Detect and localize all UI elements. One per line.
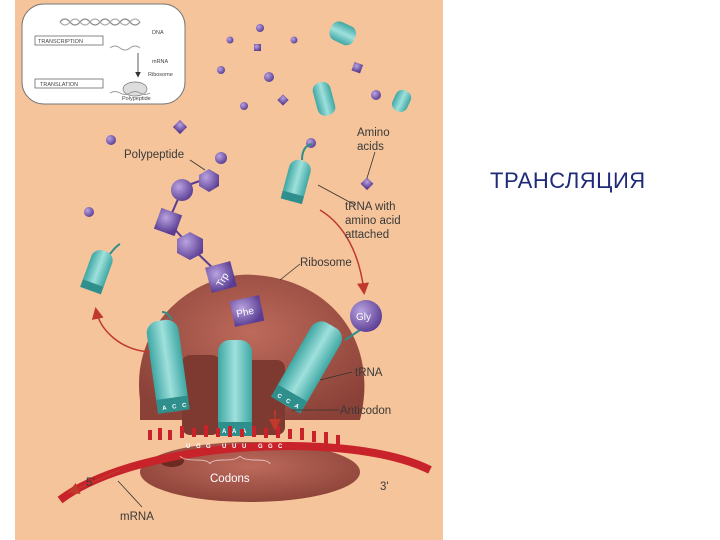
inset-ribosome-label: Ribosome — [148, 72, 173, 78]
inset-transcription-label: TRANSCRIPTION — [38, 39, 83, 45]
label-mrna: mRNA — [120, 511, 154, 523]
slide-title: ТРАНСЛЯЦИЯ — [490, 168, 646, 194]
inset-polypeptide-label: Polypeptide — [122, 96, 151, 102]
label-3-prime: 3' — [380, 481, 389, 493]
anticodon-middle-1: A — [222, 429, 227, 435]
label-trna: tRNA — [355, 367, 383, 379]
codon-7: G — [258, 444, 263, 450]
codon-1: U — [186, 444, 190, 450]
codon-8: G — [268, 444, 273, 450]
label-5-prime: 5' — [86, 477, 95, 489]
inset-translation-label: TRANSLATION — [40, 82, 78, 88]
svg-text:Gly: Gly — [356, 312, 371, 323]
inset-mrna-label: mRNA — [152, 59, 169, 65]
inset-overview: TRANSCRIPTION DNA mRNA TRANSLATION Ribos… — [22, 4, 185, 104]
anticodon-middle-2: A — [232, 429, 237, 435]
codon-4: U — [222, 444, 226, 450]
codon-9: C — [278, 444, 283, 450]
ribosome-trna-middle: A A A — [218, 340, 252, 436]
codon-3: G — [206, 444, 211, 450]
inset-dna-label: DNA — [152, 30, 164, 36]
label-polypeptide: Polypeptide — [124, 149, 184, 161]
label-codons: Codons — [210, 473, 250, 485]
label-anticodon: Anticodon — [340, 405, 391, 417]
codon-5: U — [232, 444, 236, 450]
codon-2: G — [196, 444, 201, 450]
label-ribosome: Ribosome — [300, 257, 352, 269]
codon-6: U — [242, 444, 246, 450]
